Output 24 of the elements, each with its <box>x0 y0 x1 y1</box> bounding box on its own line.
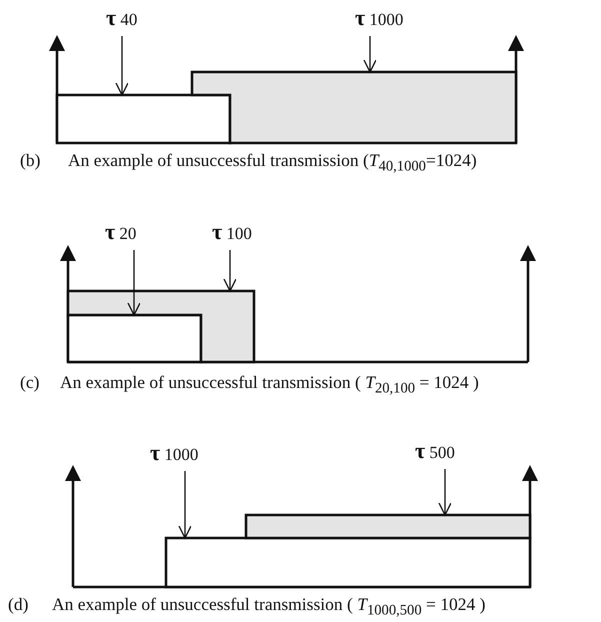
panel-label: (d) <box>8 593 28 615</box>
leader-arrow <box>115 36 129 96</box>
leader-arrow <box>438 469 452 516</box>
time-label: τ 1000 <box>355 8 404 30</box>
leader-arrow <box>363 36 377 73</box>
leader-arrow <box>127 250 141 316</box>
shaded-transmission-block <box>246 515 530 538</box>
transmission-block <box>68 315 201 362</box>
time-label: τ 40 <box>106 8 138 30</box>
time-label: τ 1000 <box>150 443 198 465</box>
figure-caption: An example of unsuccessful transmission (T$_{40,1000}$=1024) <box>68 149 477 176</box>
panel-label: (b) <box>20 149 40 171</box>
transmission-block <box>57 95 230 143</box>
figure-caption: An example of unsuccessful transmission ( T$_{20,100}$ = 1024 ) <box>60 371 479 398</box>
shaded-transmission-block <box>192 72 516 143</box>
leader-arrow <box>178 471 192 539</box>
leader-arrow <box>223 250 237 292</box>
panel-label: (c) <box>20 371 40 393</box>
time-label: τ 500 <box>415 441 455 463</box>
time-label: τ 100 <box>212 222 252 244</box>
shaded-transmission-block <box>68 291 254 362</box>
transmission-block <box>166 538 530 587</box>
time-label: τ 20 <box>105 222 136 244</box>
figure-caption: An example of unsuccessful transmission ( T$_{1000,500}$ = 1024 ) <box>52 593 486 620</box>
